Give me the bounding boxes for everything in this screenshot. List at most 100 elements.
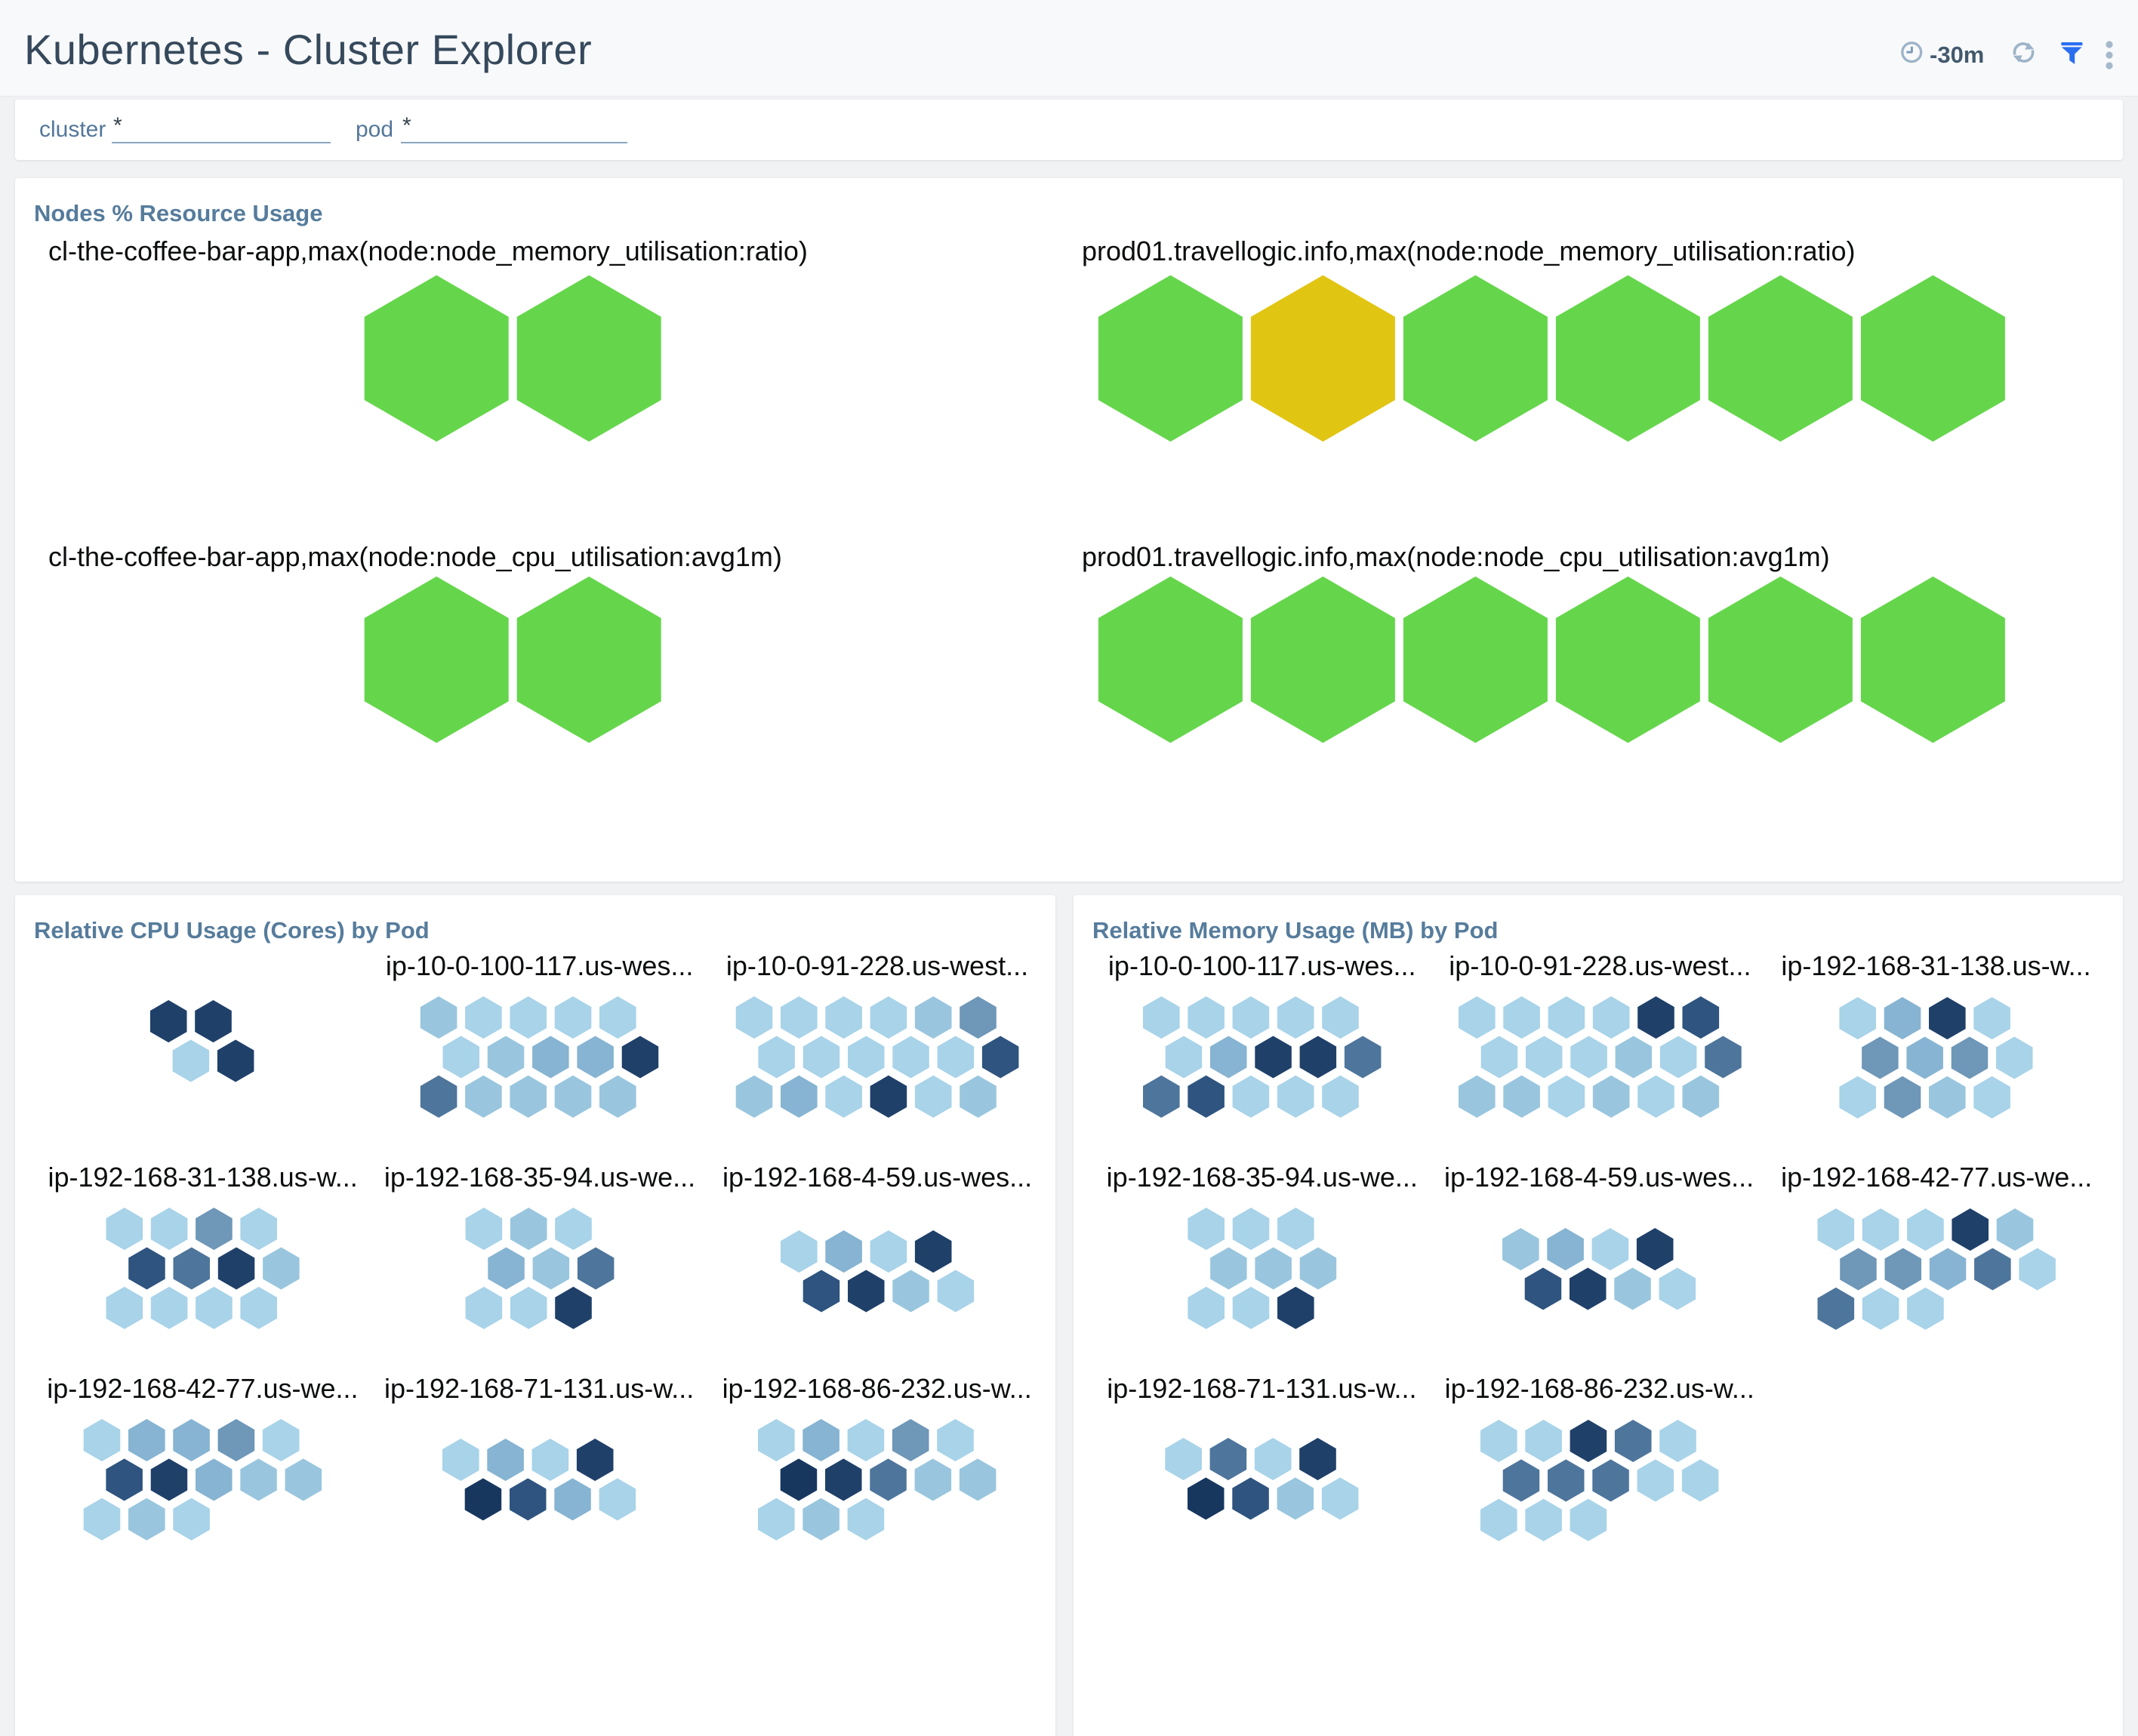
honeycomb-hex[interactable]	[781, 1230, 818, 1273]
honeycomb-hex[interactable]	[981, 1036, 1019, 1079]
honeycomb-hex[interactable]	[516, 576, 661, 743]
honeycomb-hex[interactable]	[465, 996, 502, 1039]
honeycomb-hex[interactable]	[1705, 1036, 1742, 1079]
honeycomb-hex[interactable]	[195, 1000, 232, 1043]
honeycomb-hex[interactable]	[196, 1286, 233, 1329]
honeycomb-hex[interactable]	[1862, 1287, 1899, 1330]
honeycomb-hex[interactable]	[1682, 996, 1720, 1039]
honeycomb-hex[interactable]	[1860, 576, 2005, 743]
honeycomb-hex[interactable]	[892, 1419, 929, 1462]
honeycomb-hex[interactable]	[577, 1036, 614, 1079]
honeycomb-hex[interactable]	[825, 1075, 862, 1118]
honeycomb-hex[interactable]	[364, 576, 509, 743]
honeycomb-hex[interactable]	[1210, 1036, 1247, 1079]
honeycomb-hex[interactable]	[847, 1419, 885, 1462]
honeycomb-hex[interactable]	[1592, 996, 1630, 1039]
honeycomb-hex[interactable]	[532, 1036, 569, 1079]
honeycomb-hex[interactable]	[1907, 1287, 1944, 1330]
honeycomb-hex[interactable]	[1973, 997, 2010, 1040]
honeycomb-hex[interactable]	[1232, 996, 1270, 1039]
honeycomb-hex[interactable]	[870, 996, 907, 1039]
honeycomb-hex[interactable]	[1165, 1438, 1202, 1481]
honeycomb-hex[interactable]	[937, 1419, 974, 1462]
honeycomb-hex[interactable]	[173, 1497, 210, 1541]
honeycomb-hex[interactable]	[217, 1039, 254, 1082]
honeycomb-hex[interactable]	[599, 1075, 636, 1118]
honeycomb-hex[interactable]	[1862, 1208, 1899, 1251]
honeycomb-hex[interactable]	[240, 1208, 277, 1251]
honeycomb-hex[interactable]	[1277, 1208, 1314, 1251]
honeycomb-hex[interactable]	[848, 1270, 885, 1313]
honeycomb-hex[interactable]	[465, 1075, 502, 1118]
honeycomb-hex[interactable]	[803, 1036, 840, 1079]
honeycomb-hex[interactable]	[1591, 1228, 1629, 1271]
honeycomb-hex[interactable]	[1929, 1248, 1967, 1291]
honeycomb-hex[interactable]	[735, 996, 773, 1039]
honeycomb-hex[interactable]	[150, 1208, 188, 1251]
honeycomb-hex[interactable]	[914, 1075, 952, 1118]
honeycomb-hex[interactable]	[1480, 1498, 1517, 1541]
honeycomb-hex[interactable]	[803, 1497, 839, 1541]
honeycomb-hex[interactable]	[1817, 1287, 1855, 1330]
honeycomb-hex[interactable]	[464, 1478, 502, 1521]
honeycomb-hex[interactable]	[150, 1286, 188, 1329]
honeycomb-hex[interactable]	[758, 1497, 795, 1541]
honeycomb-hex[interactable]	[1548, 1075, 1585, 1118]
honeycomb-hex[interactable]	[128, 1419, 165, 1462]
honeycomb-hex[interactable]	[1973, 1076, 2010, 1119]
honeycomb-hex[interactable]	[1188, 1477, 1225, 1520]
honeycomb-hex[interactable]	[577, 1247, 615, 1290]
honeycomb-hex[interactable]	[914, 996, 952, 1039]
honeycomb-hex[interactable]	[555, 1286, 592, 1329]
honeycomb-hex[interactable]	[1526, 1036, 1563, 1079]
clock-icon[interactable]	[1901, 42, 1923, 63]
honeycomb-hex[interactable]	[285, 1458, 322, 1501]
honeycomb-hex[interactable]	[1503, 996, 1540, 1039]
honeycomb-hex[interactable]	[240, 1286, 277, 1329]
honeycomb-hex[interactable]	[1906, 1036, 1943, 1079]
honeycomb-hex[interactable]	[1974, 1248, 2011, 1291]
honeycomb-hex[interactable]	[1098, 275, 1243, 442]
honeycomb-hex[interactable]	[1952, 1208, 1989, 1251]
honeycomb-hex[interactable]	[758, 1419, 795, 1462]
honeycomb-hex[interactable]	[914, 1458, 952, 1501]
honeycomb-hex[interactable]	[150, 1458, 188, 1501]
honeycomb-hex[interactable]	[847, 1497, 885, 1541]
honeycomb-hex[interactable]	[870, 1230, 907, 1273]
honeycomb-hex[interactable]	[1250, 576, 1395, 743]
honeycomb-hex[interactable]	[870, 1458, 907, 1501]
honeycomb-hex[interactable]	[1996, 1036, 2033, 1079]
honeycomb-hex[interactable]	[196, 1458, 233, 1501]
honeycomb-hex[interactable]	[1659, 1036, 1697, 1079]
honeycomb-hex[interactable]	[803, 1270, 840, 1313]
honeycomb-hex[interactable]	[1299, 1036, 1337, 1079]
honeycomb-hex[interactable]	[1929, 997, 1966, 1040]
honeycomb-hex[interactable]	[1210, 1247, 1247, 1290]
honeycomb-hex[interactable]	[1547, 1228, 1584, 1271]
honeycomb-hex[interactable]	[1996, 1208, 2034, 1251]
honeycomb-hex[interactable]	[83, 1497, 121, 1541]
honeycomb-hex[interactable]	[487, 1036, 525, 1079]
honeycomb-hex[interactable]	[442, 1036, 480, 1079]
honeycomb-hex[interactable]	[1860, 275, 2005, 442]
honeycomb-hex[interactable]	[1232, 1075, 1270, 1118]
honeycomb-hex[interactable]	[1143, 1075, 1180, 1118]
honeycomb-hex[interactable]	[2019, 1248, 2056, 1291]
honeycomb-hex[interactable]	[1525, 1498, 1562, 1541]
honeycomb-hex[interactable]	[106, 1286, 143, 1329]
honeycomb-hex[interactable]	[1548, 996, 1585, 1039]
honeycomb-hex[interactable]	[1250, 275, 1395, 442]
honeycomb-hex[interactable]	[1480, 1420, 1517, 1463]
honeycomb-hex[interactable]	[1555, 275, 1700, 442]
honeycomb-hex[interactable]	[803, 1419, 839, 1462]
honeycomb-hex[interactable]	[825, 1458, 862, 1501]
honeycomb-hex[interactable]	[1884, 997, 1921, 1040]
honeycomb-hex[interactable]	[848, 1036, 885, 1079]
honeycomb-hex[interactable]	[1907, 1208, 1944, 1251]
honeycomb-hex[interactable]	[128, 1247, 165, 1290]
pod-filter-input[interactable]: *	[401, 110, 627, 143]
filter-icon[interactable]	[2061, 42, 2083, 66]
honeycomb-hex[interactable]	[172, 1039, 210, 1082]
honeycomb-hex[interactable]	[1592, 1459, 1629, 1502]
honeycomb-hex[interactable]	[825, 1230, 862, 1273]
